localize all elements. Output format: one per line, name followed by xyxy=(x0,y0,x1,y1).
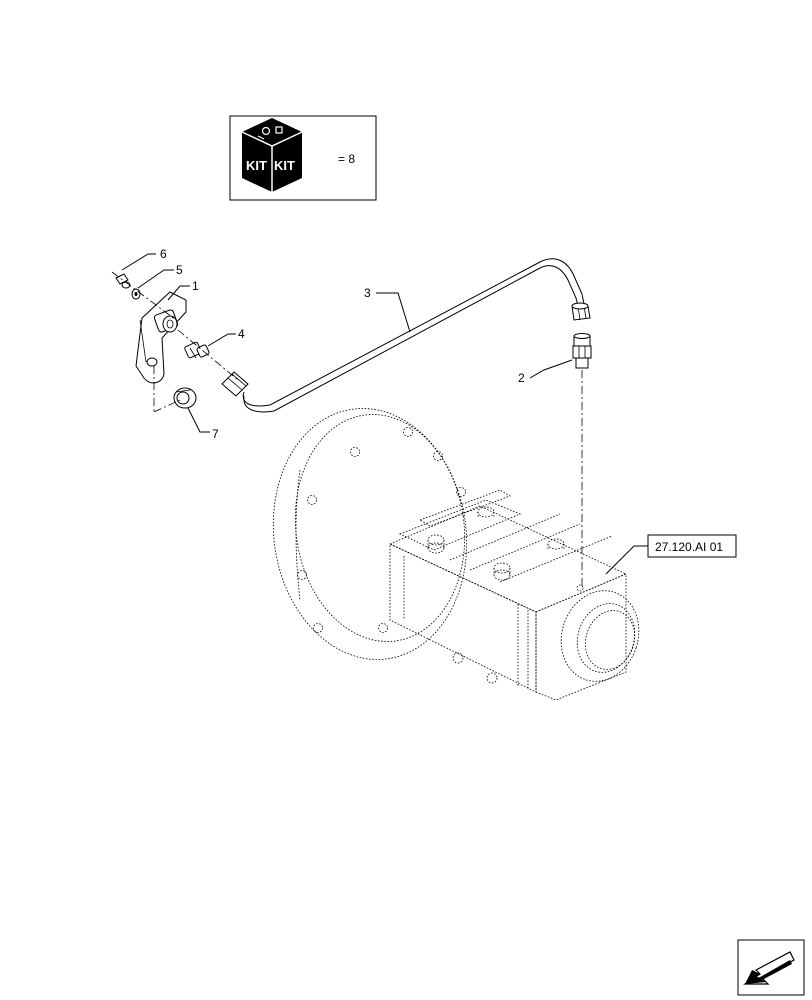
callout-5[interactable]: 5 xyxy=(137,263,183,289)
tube-nut-right xyxy=(571,302,591,321)
bracket-assembly xyxy=(111,271,239,413)
callout-3-label: 3 xyxy=(364,286,371,300)
callout-1-label: 1 xyxy=(192,279,199,293)
callout-7[interactable]: 7 xyxy=(187,407,219,441)
brake-pipe xyxy=(221,258,591,413)
callout-4[interactable]: 4 xyxy=(207,327,245,347)
kit-icon: KIT KIT xyxy=(241,118,303,192)
callout-6[interactable]: 6 xyxy=(121,247,167,271)
callout-2[interactable]: 2 xyxy=(518,359,573,385)
callout-4-label: 4 xyxy=(238,327,245,341)
fitting-4 xyxy=(184,341,210,359)
callout-1[interactable]: 1 xyxy=(167,279,199,301)
callout-7-label: 7 xyxy=(212,427,219,441)
reference-box xyxy=(647,534,737,558)
kit-label-right: KIT xyxy=(274,158,295,173)
kit-box: KIT KIT = 8 xyxy=(229,115,377,201)
kit-quantity: = 8 xyxy=(338,152,355,166)
reference-label: 27.120.AI 01 xyxy=(655,540,723,554)
callout-5-label: 5 xyxy=(176,263,183,277)
reference-link[interactable]: 27.120.AI 01 xyxy=(605,534,737,575)
adapter-fitting xyxy=(572,333,592,369)
kit-label-left: KIT xyxy=(246,158,267,173)
tube-nut-left xyxy=(221,371,249,397)
kit-box-frame xyxy=(229,115,377,201)
callout-3[interactable]: 3 xyxy=(364,286,411,333)
next-page-arrow-icon[interactable] xyxy=(737,939,805,996)
nut-7 xyxy=(173,387,197,409)
axle-housing xyxy=(272,408,640,701)
callout-6-label: 6 xyxy=(160,247,167,261)
callout-2-label: 2 xyxy=(518,371,525,385)
